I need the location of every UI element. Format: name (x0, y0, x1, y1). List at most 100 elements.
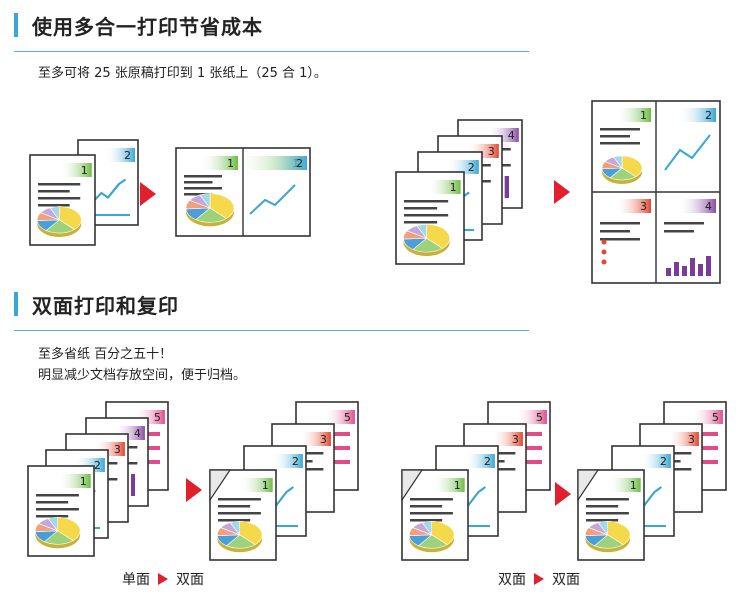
page-tab (299, 432, 331, 446)
page-number: 2 (705, 109, 712, 122)
page-tab (615, 108, 651, 122)
heading-accent-bar (14, 292, 18, 316)
page-tab (691, 410, 723, 424)
page-tab (639, 454, 671, 468)
page-number: 2 (296, 157, 303, 170)
section2-line1: 至多省纸 百分之五十！ (38, 347, 173, 362)
pie-slice (239, 521, 263, 545)
page-tab (59, 163, 92, 177)
bar (504, 176, 509, 198)
section1-divider (14, 51, 529, 52)
text-line (36, 501, 69, 504)
text-line (38, 204, 70, 207)
pie-slice (199, 193, 211, 209)
arrow-right-icon (158, 573, 168, 585)
caption-right-from: 双面 (498, 572, 526, 588)
page-tab (105, 148, 135, 162)
pie-slice (621, 155, 643, 178)
arrow-right-icon (555, 482, 571, 506)
page-number: 4 (134, 427, 141, 440)
line-chart (664, 134, 711, 171)
section2-title: 双面打印和复印 (32, 293, 179, 318)
page-number: 3 (512, 433, 519, 446)
document-page: 1 (395, 171, 465, 265)
text-line (410, 498, 453, 501)
pie-slice (57, 517, 81, 541)
text-line (600, 128, 640, 131)
bar (674, 262, 679, 276)
page-number: 3 (640, 200, 647, 213)
page-tab (323, 410, 355, 424)
page-number: 1 (640, 109, 647, 122)
pie-slice (47, 517, 58, 532)
bar (690, 258, 695, 276)
page-number: 2 (94, 459, 101, 472)
text-line (586, 512, 629, 515)
page-tab (446, 160, 479, 174)
page-tab (515, 410, 547, 424)
page-number: 1 (81, 164, 88, 177)
bullet-dot (601, 239, 607, 245)
page-number: 3 (320, 433, 327, 446)
text-line (600, 238, 640, 241)
page-tab (239, 478, 273, 492)
text-line (36, 515, 69, 518)
text-line (664, 222, 704, 225)
text-line (410, 519, 443, 522)
pie-slice (49, 206, 60, 221)
curl (401, 469, 424, 502)
bar (706, 256, 711, 276)
page-number: 4 (508, 129, 515, 142)
text-line (410, 505, 443, 508)
page-tab (615, 199, 651, 213)
caption-right-to: 双面 (552, 572, 580, 588)
line-chart (249, 184, 296, 215)
curl (577, 469, 600, 502)
page-tab (426, 180, 461, 194)
section1-description: 至多可将 25 张原稿打印到 1 张纸上（25 合 1）。 (38, 66, 327, 81)
text-line (38, 183, 81, 186)
text-line (38, 190, 70, 193)
page-number: 1 (227, 157, 234, 170)
text-line (600, 222, 640, 225)
text-line (184, 187, 222, 190)
page-tab (678, 199, 716, 213)
page-number: 2 (484, 455, 491, 468)
text-line (586, 498, 629, 501)
caption-right: 双面 双面 (498, 569, 580, 589)
page-number: 3 (488, 145, 495, 158)
page-tab (678, 108, 716, 122)
page-number: 2 (660, 455, 667, 468)
bullet-dot (601, 259, 607, 265)
arrow-right-icon (534, 573, 544, 585)
document-page: 1 (209, 469, 277, 561)
page-tab (463, 454, 495, 468)
bullet-dot (601, 249, 607, 255)
page-number: 5 (154, 411, 161, 424)
page-number: 1 (454, 479, 461, 492)
line-chart (89, 178, 127, 206)
pie-slice (416, 224, 427, 240)
page-number: 1 (262, 479, 269, 492)
text-line (586, 519, 619, 522)
pie-slice (426, 224, 451, 249)
page-tab (271, 454, 303, 468)
pie-slice (58, 206, 82, 230)
page-curl (209, 469, 232, 502)
text-line (218, 498, 261, 501)
bar (131, 474, 135, 496)
text-line (404, 200, 449, 203)
text-line (184, 181, 213, 184)
text-line (218, 505, 251, 508)
page-tab (263, 156, 307, 170)
bar (666, 268, 671, 276)
text-line (404, 221, 438, 224)
text-line (36, 494, 79, 497)
page-number: 3 (688, 433, 695, 446)
page-number: 1 (450, 181, 457, 194)
curl (209, 469, 232, 502)
page-number: 5 (536, 411, 543, 424)
page-number: 1 (80, 475, 87, 488)
